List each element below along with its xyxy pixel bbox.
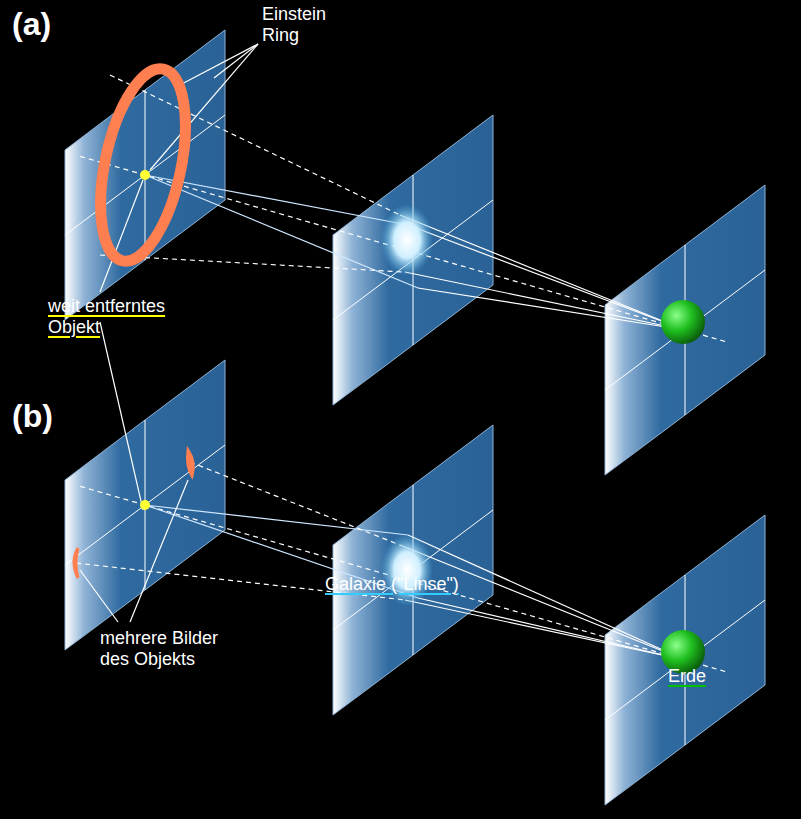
lensed-image [188,450,194,476]
light-ray [405,272,685,330]
image-plane [333,115,493,405]
einstein-ring [85,61,200,269]
leader-line [150,44,258,170]
leader-line [130,480,188,622]
image-plane [605,185,765,475]
light-ray [190,462,400,545]
earth-globe [661,300,705,344]
leader-line [100,322,143,510]
optical-axis [80,486,728,672]
source-object [140,500,150,510]
lensed-image [74,548,78,578]
light-ray [405,600,685,660]
light-ray [145,505,408,535]
light-ray [145,175,408,225]
light-ray [418,288,685,330]
light-ray [400,215,685,330]
panel-letter: (a) [12,6,82,42]
light-ray [418,598,685,660]
part-label: Galaxie ("Linse") [325,574,515,595]
part-label: mehrere Bilder des Objekts [100,628,250,670]
image-plane [333,425,493,715]
light-ray [145,175,418,288]
leader-line [178,44,258,86]
lens-galaxy [381,534,433,606]
source-object [140,170,150,180]
leader-line [214,44,258,78]
lens-galaxy [381,204,433,276]
part-label: weit entferntes Objekt [48,296,183,338]
light-ray [408,535,685,660]
image-plane [605,515,765,805]
part-label: Einstein Ring [262,4,342,46]
light-ray [110,75,400,215]
image-plane [65,360,225,650]
light-ray [400,545,685,660]
panel-letter: (b) [12,398,82,434]
light-ray [408,225,685,330]
leader-line [80,570,118,622]
part-label: Erde [668,666,728,687]
